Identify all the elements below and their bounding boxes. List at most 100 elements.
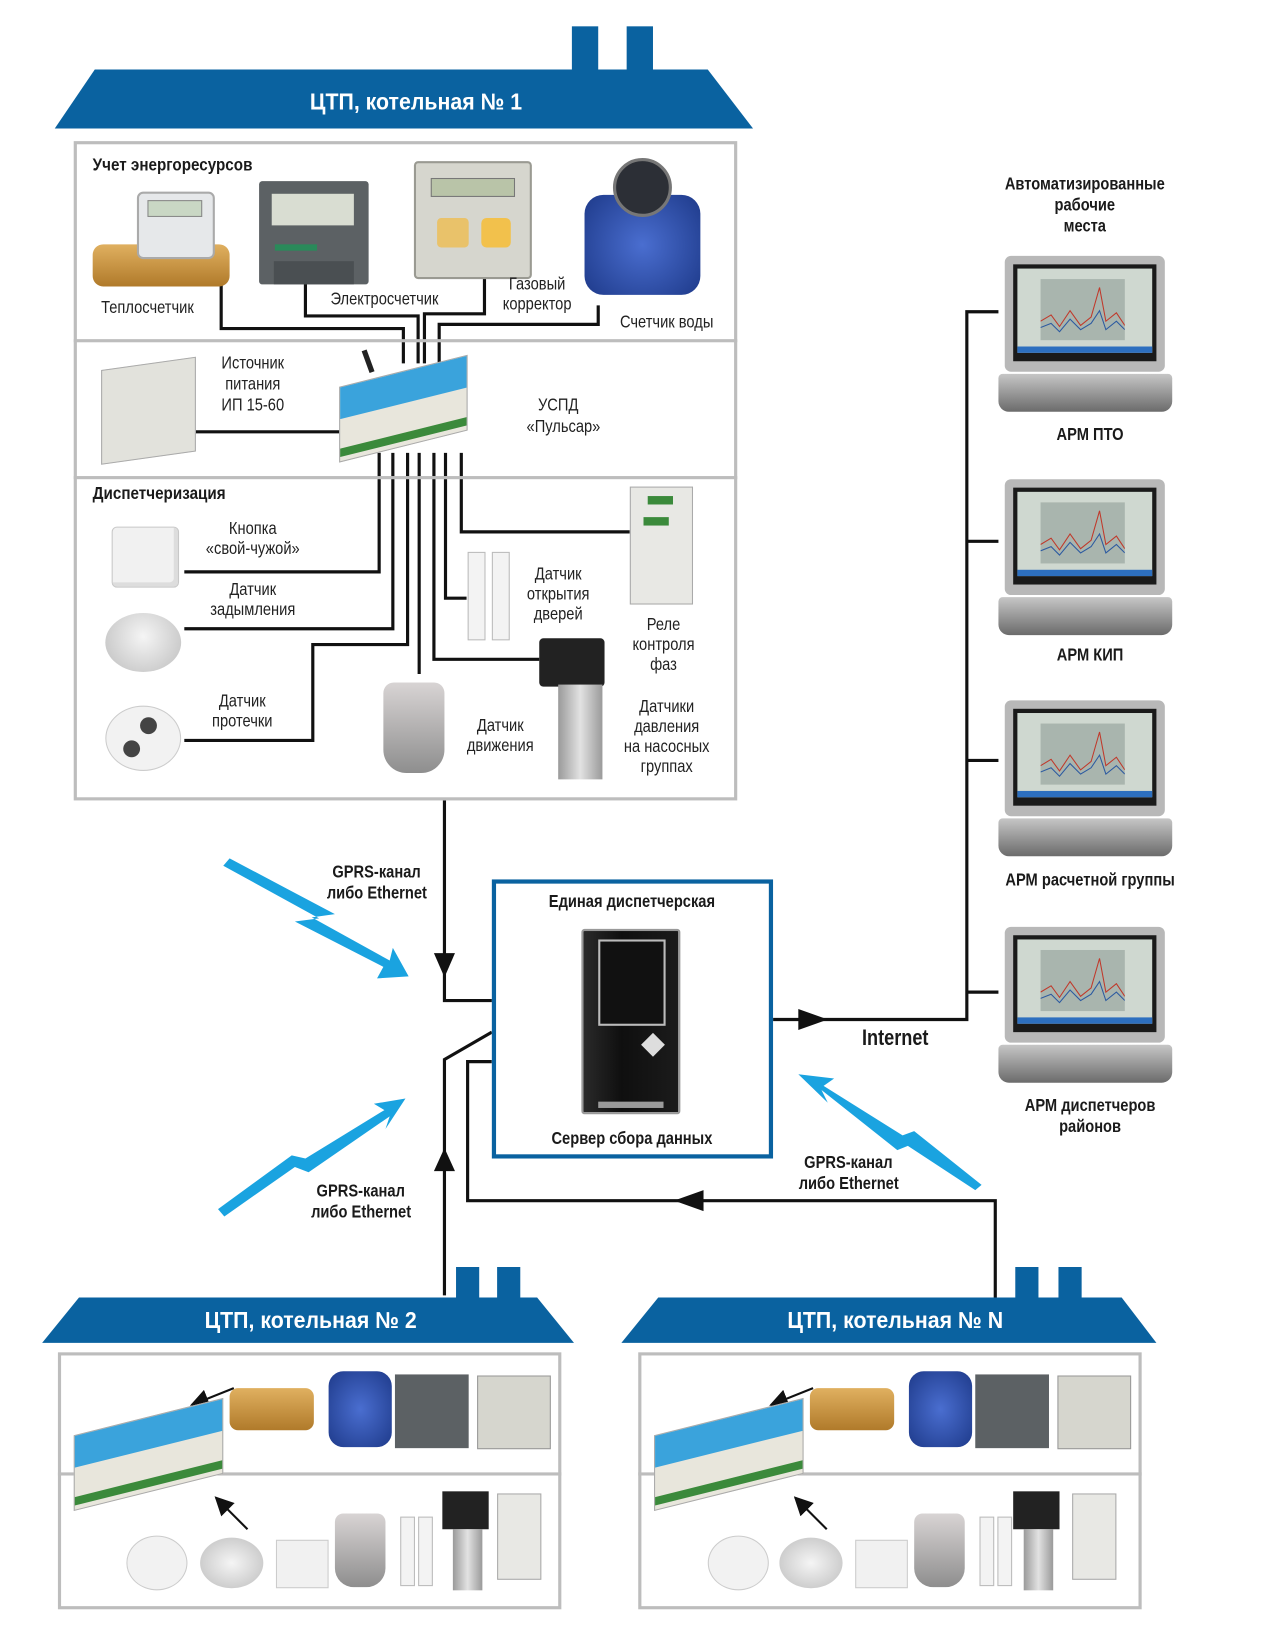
button-label-2: «свой-чужой»: [205, 538, 300, 559]
relay-label-3: фаз: [650, 654, 677, 675]
door-sensor-icon: [400, 1516, 415, 1587]
water-meter-dial: [612, 157, 672, 217]
motion-sensor-icon: [334, 1513, 386, 1588]
pressure-sensor-icon: [1013, 1491, 1060, 1530]
pressure-label-1: Датчики: [639, 696, 695, 717]
section-divider: [638, 1472, 1142, 1476]
gas-corrector-icon: [477, 1375, 551, 1450]
door-sensor-magnet-icon: [997, 1516, 1013, 1587]
button-label-1: Кнопка: [228, 518, 277, 539]
phase-relay-icon: [497, 1493, 542, 1580]
workstations-title-2: рабочие: [1054, 194, 1116, 215]
gas-corrector-label-1: Газовый: [508, 273, 566, 294]
door-sensor-icon: [979, 1516, 995, 1587]
smoke-sensor-icon: [105, 612, 182, 672]
power-supply-label-3: ИП 15-60: [221, 394, 285, 415]
power-supply-label-1: Источник: [221, 352, 285, 373]
section-divider: [57, 1472, 562, 1476]
power-supply-label-2: питания: [225, 373, 281, 394]
channel-top-left-line1: GPRS-канал: [332, 861, 421, 882]
pressure-label-3: на насосных: [623, 736, 710, 757]
chimney-icon: [456, 1266, 480, 1299]
metering-section-title: Учет энергоресурсов: [92, 154, 253, 175]
channel-bottom-left-line2: либо Ethernet: [311, 1201, 412, 1222]
link-site1-server: [442, 800, 493, 1003]
friend-foe-button-icon: [111, 526, 180, 588]
laptop-icon: [1004, 700, 1165, 817]
workstations-title-1: Автоматизированные: [1004, 173, 1165, 194]
power-supply-icon: [101, 356, 196, 465]
electricity-meter-icon: [975, 1374, 1049, 1449]
chimney-icon: [571, 26, 599, 71]
channel-top-left-line2: либо Ethernet: [326, 882, 427, 903]
chimney-icon: [1015, 1266, 1039, 1299]
heat-meter-icon: [809, 1388, 895, 1431]
internet-label: Internet: [861, 1025, 929, 1051]
chimney-icon: [497, 1266, 521, 1299]
chimney-icon: [1058, 1266, 1082, 1299]
lightning-icon: [798, 1074, 982, 1191]
channel-bottom-right-line2: либо Ethernet: [798, 1173, 899, 1194]
arm-kip-label: АРМ КИП: [1056, 644, 1124, 665]
arrow-up-icon: [433, 1147, 455, 1172]
smoke-sensor-icon: [200, 1537, 264, 1589]
leak-sensor-icon: [707, 1535, 769, 1591]
smoke-sensor-icon: [779, 1537, 843, 1589]
site-n-panel: [638, 1352, 1142, 1610]
gas-corrector-icon: [413, 161, 532, 280]
uspd-label-1: УСПД: [537, 394, 579, 415]
pressure-sensor-body-icon: [452, 1529, 483, 1591]
pressure-label-4: группах: [640, 756, 693, 777]
arm-disp-label-2: районов: [1059, 1116, 1122, 1137]
heat-meter-icon: [229, 1388, 314, 1431]
friend-foe-button-icon: [855, 1539, 908, 1589]
arm-calc-label: АРМ расчетной группы: [1005, 869, 1175, 890]
arrow-down-icon: [433, 953, 455, 978]
laptop-icon: [1004, 479, 1165, 596]
heat-meter-display: [136, 191, 215, 260]
friend-foe-button-icon: [275, 1539, 329, 1589]
door-label-2: открытия: [526, 583, 590, 604]
pressure-sensor-icon: [442, 1491, 489, 1530]
roof-site-1: [54, 26, 754, 129]
roof-site-n: [621, 1266, 1157, 1343]
door-sensor-icon: [467, 551, 486, 641]
gas-corrector-label-2: корректор: [502, 293, 572, 314]
door-sensor-magnet-icon: [491, 551, 510, 641]
motion-sensor-icon: [383, 682, 445, 774]
gas-corrector-icon: [1057, 1375, 1132, 1450]
wireless-signals: [218, 858, 982, 1217]
heat-meter-label: Теплосчетчик: [101, 297, 194, 318]
roof-site-2: [42, 1266, 574, 1343]
pressure-sensor-head-icon: [539, 638, 605, 687]
channel-bottom-left-line1: GPRS-канал: [316, 1180, 405, 1201]
mini-arrows: [189, 1387, 828, 1530]
link-siteN-server: [466, 1060, 997, 1298]
section-divider: [73, 476, 738, 480]
leak-sensor-icon: [105, 705, 182, 771]
section-divider: [73, 339, 738, 343]
site-2-panel: [57, 1352, 562, 1610]
site-1-panel: [73, 141, 738, 801]
dispatch-wires: [184, 452, 630, 742]
relay-label-1: Реле: [646, 614, 681, 635]
smoke-label-2: задымления: [210, 599, 296, 620]
door-label-3: дверей: [533, 603, 583, 624]
arrow-right-icon: [798, 1008, 828, 1031]
water-meter-icon: [328, 1371, 392, 1448]
laptop-icon: [1004, 255, 1165, 372]
relay-label-2: контроля: [632, 634, 695, 655]
electricity-meter-icon: [394, 1374, 469, 1449]
site-2-title: ЦТП, котельная № 2: [204, 1307, 417, 1334]
leak-sensor-icon: [126, 1535, 188, 1591]
door-label-1: Датчик: [534, 563, 582, 584]
arm-pto-label: АРМ ПТО: [1056, 424, 1124, 445]
motion-sensor-icon: [914, 1513, 965, 1588]
pressure-sensor-body-icon: [1023, 1529, 1054, 1591]
arm-disp-label-1: АРМ диспетчеров: [1024, 1095, 1156, 1116]
water-meter-icon: [908, 1371, 973, 1448]
site-1-title: ЦТП, котельная № 1: [309, 88, 523, 115]
pressure-sensor-body-icon: [558, 684, 603, 780]
workstations-title-3: места: [1063, 215, 1106, 236]
server-label: Сервер сбора данных: [551, 1127, 713, 1148]
